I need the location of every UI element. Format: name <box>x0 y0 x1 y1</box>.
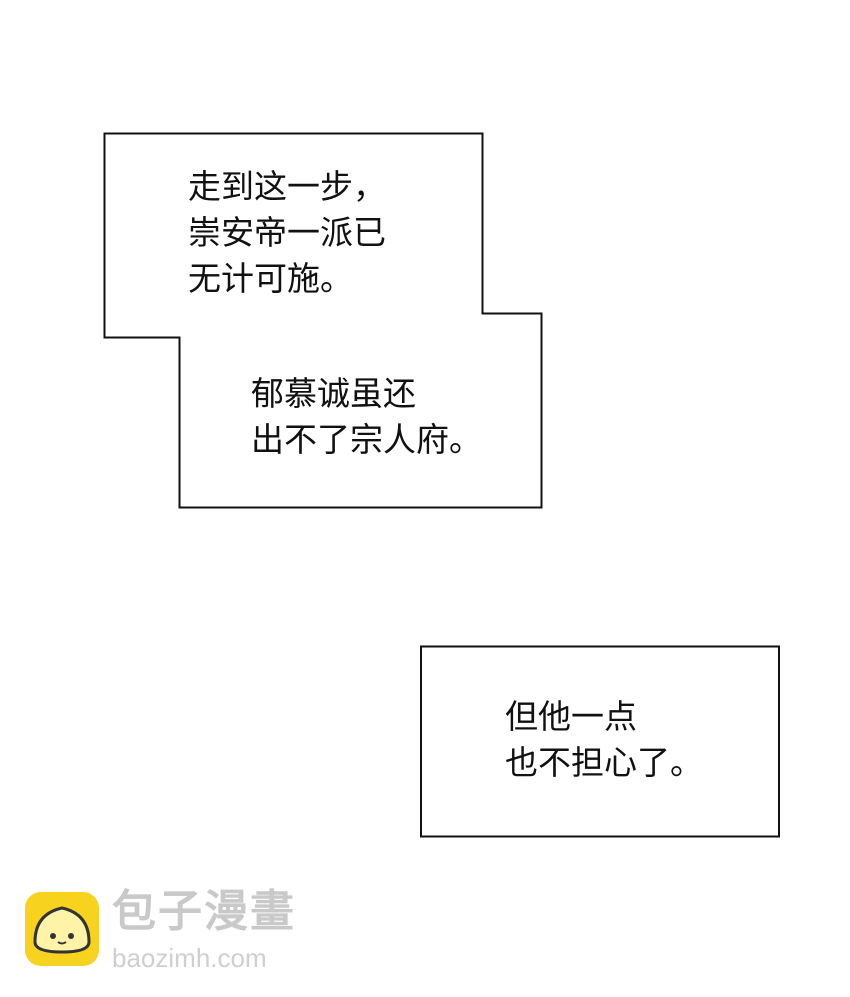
caption-text-3: 但他一点 也不担心了。 <box>505 694 703 786</box>
caption-line: 郁慕诚虽还 <box>251 374 416 413</box>
caption-box-2 <box>420 645 780 838</box>
caption-line: 也不担心了。 <box>505 743 703 782</box>
bun-mascot-icon <box>25 892 99 966</box>
watermark-title: 包子漫畫 <box>112 886 296 937</box>
caption-text-1: 走到这一步， 崇安帝一派已 无计可施。 <box>188 164 386 302</box>
caption-box-1 <box>103 132 543 509</box>
caption-line: 崇安帝一派已 <box>188 213 386 252</box>
caption-line: 但他一点 <box>505 697 637 736</box>
caption-text-2: 郁慕诚虽还 出不了宗人府。 <box>251 371 482 463</box>
caption-line: 走到这一步， <box>188 167 386 206</box>
caption-line: 出不了宗人府。 <box>251 420 482 459</box>
caption-line: 无计可施。 <box>188 259 353 298</box>
watermark-url: baozimh.com <box>112 943 267 973</box>
